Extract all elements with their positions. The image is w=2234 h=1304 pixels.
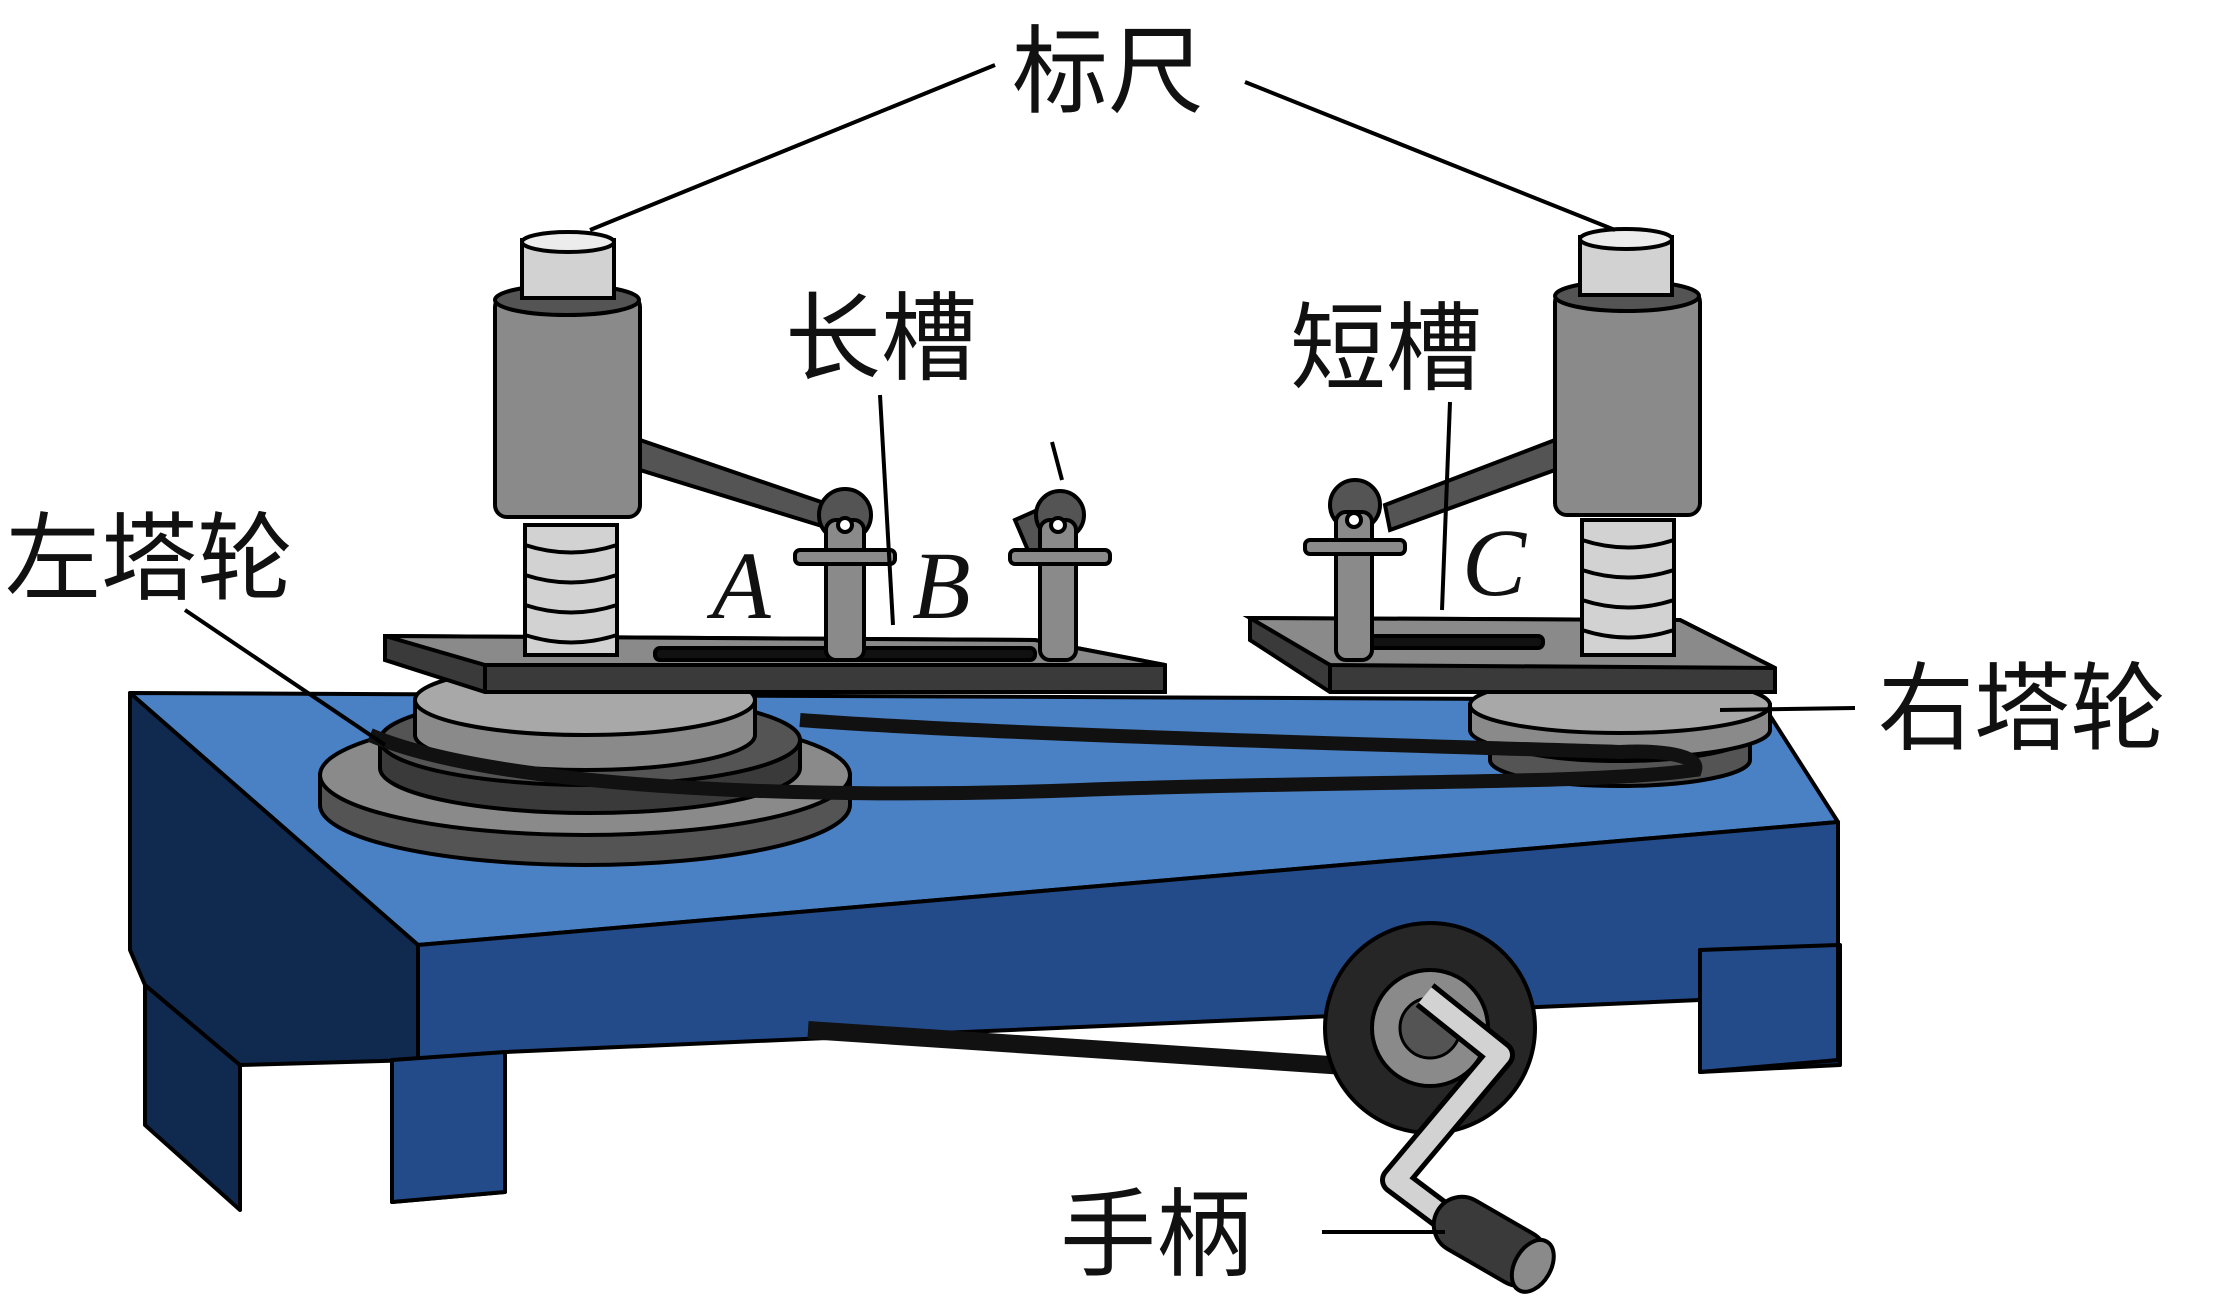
point-a-label: A <box>706 532 771 639</box>
short-slot-leader <box>1440 401 1452 611</box>
ruler-leader-right <box>1244 80 1616 232</box>
table-leg-front-left <box>390 1050 507 1204</box>
leader-lines <box>183 63 1856 1234</box>
left-pulley-label: 左塔轮 <box>5 503 293 615</box>
point-b-label: B <box>912 532 971 639</box>
ruler-label: 标尺 <box>1012 16 1204 128</box>
point-c-label: C <box>1462 509 1527 616</box>
short-slot-assembly <box>1242 227 1777 694</box>
drive-mechanism <box>807 921 1563 1299</box>
short-slot <box>1346 634 1545 650</box>
right-pulley-leader <box>1719 706 1856 712</box>
short-slot-label: 短槽 <box>1290 293 1482 405</box>
right-ruler-sleeve <box>1553 288 1702 517</box>
left-pulley-leader <box>183 608 387 747</box>
table-leg-front-right <box>1698 943 1840 1074</box>
upper-belt <box>367 713 1703 801</box>
ruler-leader-left <box>589 63 996 232</box>
handle-grip[interactable] <box>1424 1187 1563 1299</box>
lower-belt <box>807 1021 1376 1077</box>
long-slot-assembly <box>383 230 1167 694</box>
handle-label: 手柄 <box>1060 1179 1252 1291</box>
left-ruler-sleeve <box>493 293 642 519</box>
long-slot-leader <box>878 394 895 626</box>
long-slot-label: 长槽 <box>785 283 977 395</box>
right-pulley-label: 右塔轮 <box>1878 653 2166 765</box>
